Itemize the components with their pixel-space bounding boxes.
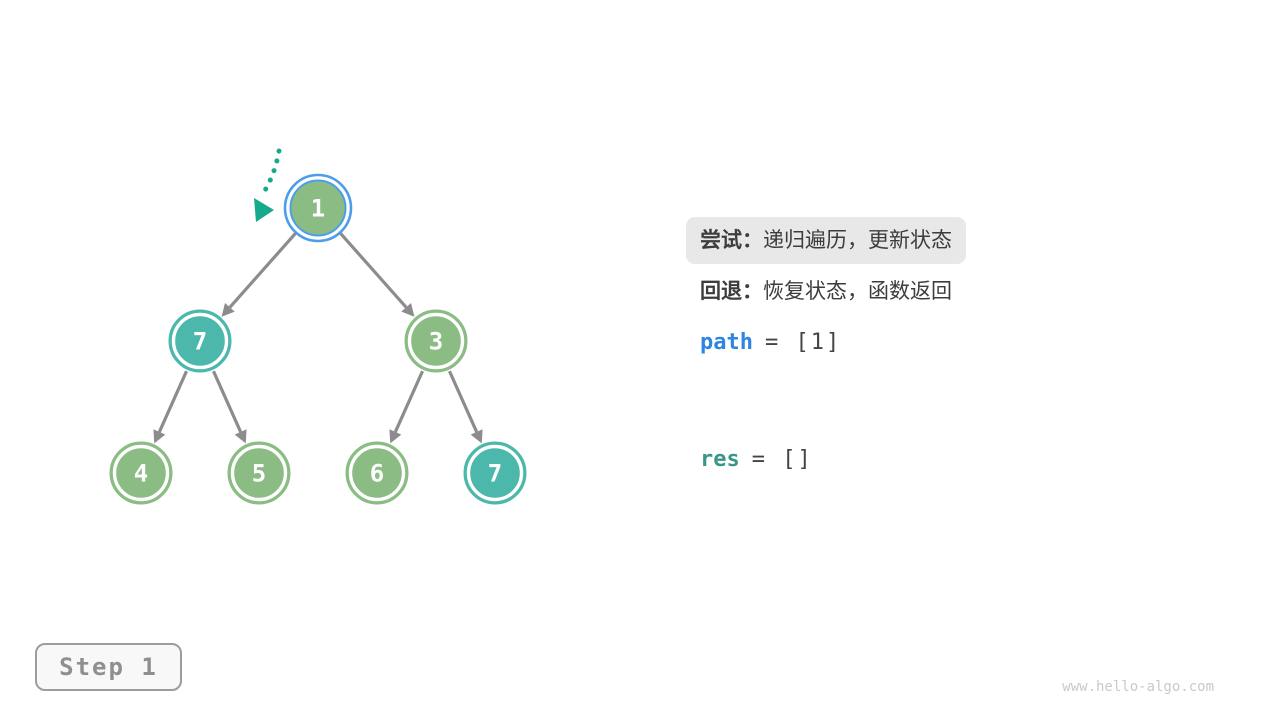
current-node-pointer-icon	[254, 148, 282, 222]
node-inner-ring	[407, 312, 465, 370]
tree-edge	[212, 370, 243, 433]
node-value: 4	[134, 460, 148, 488]
tree-node-1: 1	[283, 173, 353, 243]
note-try: 尝试：递归遍历，更新状态	[686, 217, 966, 264]
tree-node-4: 4	[109, 441, 173, 505]
tree-node-3: 3	[404, 309, 468, 373]
node-value: 7	[488, 460, 502, 488]
node-value: 5	[252, 460, 266, 488]
pointer-dotted-line	[261, 148, 282, 195]
pointer-arrowhead	[254, 198, 274, 222]
node-value: 6	[370, 460, 384, 488]
current-node-outer-ring	[283, 173, 353, 243]
node-inner-ring	[466, 444, 524, 502]
res-variable-value: = []	[751, 447, 813, 472]
watermark: www.hello-algo.com	[1062, 679, 1214, 695]
node-circle	[227, 441, 291, 505]
tree-edge-arrowhead-icon	[234, 429, 247, 444]
tree-edge-arrowhead-icon	[401, 303, 415, 317]
node-circle	[463, 441, 527, 505]
node-circle	[109, 441, 173, 505]
path-variable: path = [1]	[700, 330, 841, 355]
tree-node-5: 5	[227, 441, 291, 505]
node-circle	[168, 309, 232, 373]
tree-svg: 1 7 3 4 5 6 7	[109, 148, 527, 505]
tree-edge	[338, 231, 408, 309]
tree-edge	[157, 370, 188, 433]
tree-edge-arrowhead-icon	[153, 429, 166, 444]
tree-edge-arrowhead-icon	[389, 429, 402, 444]
binary-tree-diagram: 1 7 3 4 5 6 7	[60, 130, 560, 520]
tree-edge	[448, 370, 479, 433]
path-variable-name: path	[700, 330, 753, 355]
node-value: 1	[311, 195, 325, 223]
note-try-label: 尝试：	[700, 229, 763, 252]
note-try-text: 递归遍历，更新状态	[763, 229, 952, 252]
node-circle	[404, 309, 468, 373]
tree-edge-arrowhead-icon	[470, 429, 483, 444]
node-inner-ring	[171, 312, 229, 370]
step-badge: Step 1	[35, 643, 182, 691]
tree-edge	[228, 231, 298, 309]
node-value: 3	[429, 328, 443, 356]
path-variable-value: = [1]	[764, 330, 842, 355]
tree-node-6: 6	[345, 441, 409, 505]
node-circle	[289, 179, 347, 237]
node-inner-ring	[230, 444, 288, 502]
note-backtrack: 回退：恢复状态，函数返回	[700, 278, 952, 305]
res-variable-name: res	[700, 447, 740, 472]
note-backtrack-text: 恢复状态，函数返回	[763, 280, 952, 303]
node-inner-ring	[112, 444, 170, 502]
res-variable: res = []	[700, 447, 813, 472]
tree-edge	[393, 370, 424, 433]
node-circle	[345, 441, 409, 505]
tree-edge-arrowhead-icon	[221, 303, 235, 317]
note-backtrack-label: 回退：	[700, 280, 763, 303]
node-inner-ring	[348, 444, 406, 502]
node-value: 7	[193, 328, 207, 356]
tree-node-7: 7	[463, 441, 527, 505]
tree-node-7: 7	[168, 309, 232, 373]
